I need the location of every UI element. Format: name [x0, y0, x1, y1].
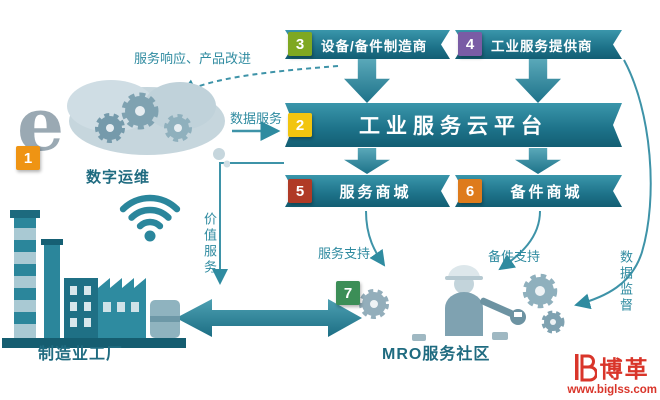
factory-mro-double-arrow	[176, 299, 362, 337]
banner-label: 服务商城	[339, 183, 412, 201]
label-parts-support: 备件支持	[488, 249, 541, 264]
banner-label: 备件商城	[510, 183, 583, 201]
banner-parts-mall: 备件商城	[455, 175, 622, 207]
digital-ops-cloud-graphic: e	[15, 66, 231, 171]
badge-3-manufacturer: 3	[288, 32, 312, 56]
banner-equipment-manufacturer: 设备/备件制造商	[285, 30, 450, 59]
label-service-support: 服务支持	[318, 246, 371, 261]
label-value-service: 价值服务	[202, 212, 217, 276]
banner-service-mall: 服务商城	[285, 175, 450, 207]
label-factory: 制造业工厂	[38, 346, 124, 363]
edge-value-service-arrow	[212, 162, 284, 285]
gear-icon	[541, 310, 565, 334]
badge-1-digital-ops: 1	[16, 146, 40, 170]
label-digital-ops: 数字运维	[86, 169, 151, 186]
banner-industrial-service-cloud-platform: 工业服务云平台	[285, 103, 622, 147]
badge-4-provider: 4	[458, 32, 482, 56]
brand-url: www.biglss.com	[567, 384, 657, 396]
brand-logo-icon	[574, 354, 597, 382]
badge-2-platform: 2	[288, 113, 312, 137]
badge-6-parts-mall: 6	[458, 179, 482, 203]
wifi-icon	[112, 178, 188, 244]
gear-icon	[164, 114, 192, 142]
worker-figure	[445, 265, 526, 336]
gear-icon	[95, 113, 125, 143]
edge-parts-support-arrow	[498, 210, 541, 271]
badge-7-mro: 7	[336, 281, 360, 305]
banner-label: 工业服务云平台	[359, 115, 548, 138]
label-data-supervision: 数据监督	[618, 250, 633, 314]
brand-name: 博革	[599, 356, 650, 382]
edge-data-supervision-arrow	[574, 59, 652, 310]
gear-icon	[121, 92, 159, 130]
edge-service-support-arrow	[365, 210, 386, 267]
factory-graphic	[0, 206, 190, 356]
banner-label: 设备/备件制造商	[321, 38, 428, 54]
label-service-response: 服务响应、产品改进	[134, 51, 252, 66]
mro-worker-graphic	[352, 246, 567, 348]
badge-5-service-mall: 5	[288, 179, 312, 203]
label-data-service: 数据服务	[230, 111, 283, 126]
watermark: 博革 www.biglss.com	[567, 350, 657, 396]
gear-icon	[522, 273, 558, 309]
banner-label: 工业服务提供商	[491, 38, 593, 54]
banner-industrial-service-provider: 工业服务提供商	[455, 30, 622, 59]
gear-icon	[359, 289, 389, 319]
label-mro-community: MRO服务社区	[382, 346, 491, 363]
